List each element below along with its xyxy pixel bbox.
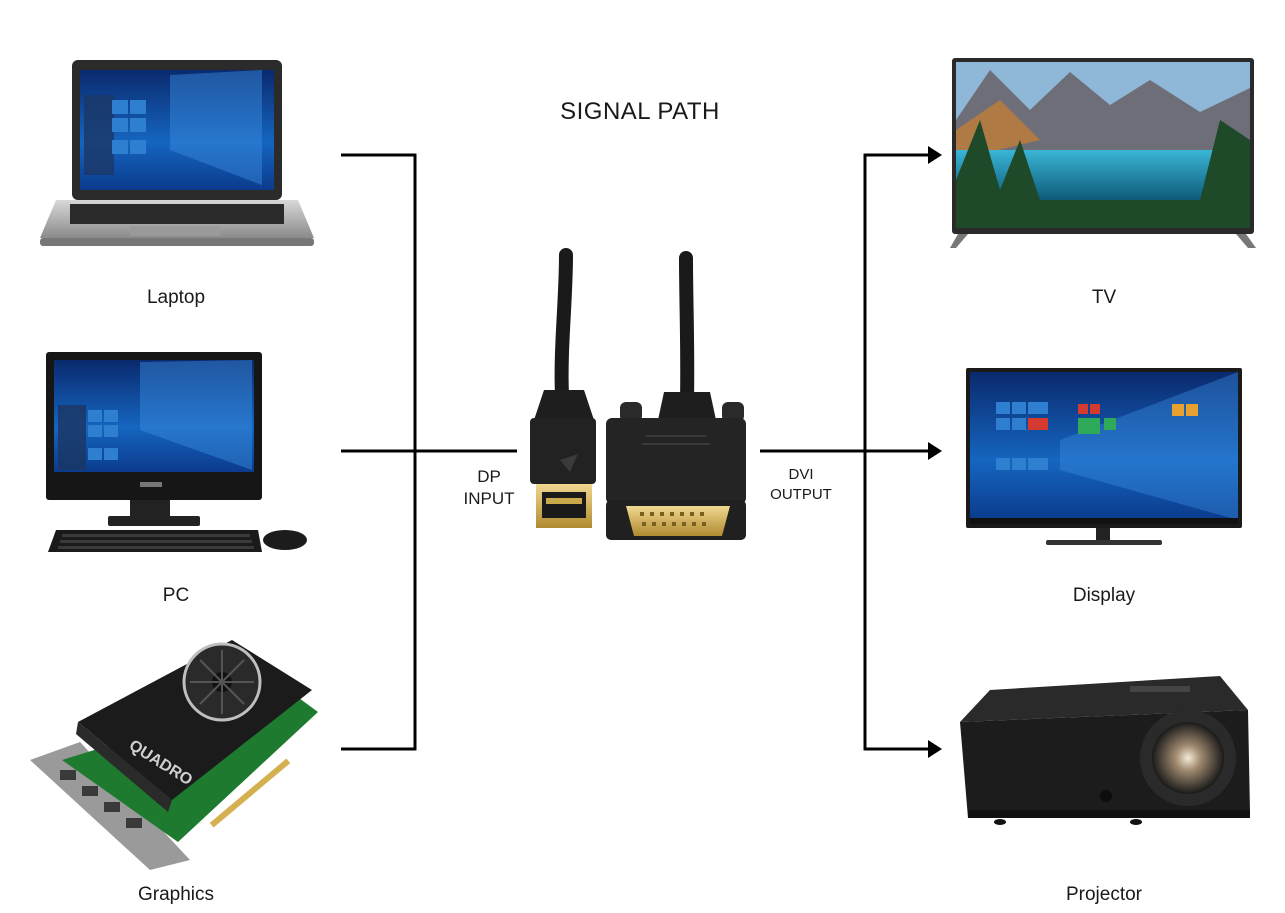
pc-label: PC [162, 585, 190, 606]
displayport-to-dvi-cable-icon [530, 248, 746, 540]
diagram-title: SIGNAL PATH [560, 98, 720, 125]
monitor-icon [966, 368, 1242, 545]
laptop-icon [40, 60, 314, 246]
arrow-projector-icon [928, 740, 942, 758]
dvi-output-line1: DVI [788, 466, 814, 483]
graphics-label: Graphics [137, 884, 215, 905]
dp-input-line2: INPUT [463, 489, 515, 508]
tv-label: TV [1091, 287, 1117, 308]
dp-input-line1: DP [477, 467, 501, 486]
projector-icon [960, 676, 1250, 825]
projector-label: Projector [1065, 884, 1143, 905]
desktop-pc-icon [46, 352, 307, 552]
arrow-tv-icon [928, 146, 942, 164]
dp-input-label: DP INPUT [444, 466, 534, 510]
destination-connector-lines [760, 153, 930, 751]
graphics-card-icon: QUADRO [30, 640, 318, 870]
display-label: Display [1072, 585, 1136, 606]
arrowheads [928, 146, 942, 758]
dvi-output-label: DVI OUTPUT [756, 465, 846, 505]
dvi-output-line2: OUTPUT [770, 486, 832, 503]
right-bracket-line [863, 153, 930, 751]
tv-icon [950, 58, 1256, 248]
arrow-display-icon [928, 442, 942, 460]
source-connector-lines [341, 153, 517, 751]
laptop-label: Laptop [146, 287, 206, 308]
